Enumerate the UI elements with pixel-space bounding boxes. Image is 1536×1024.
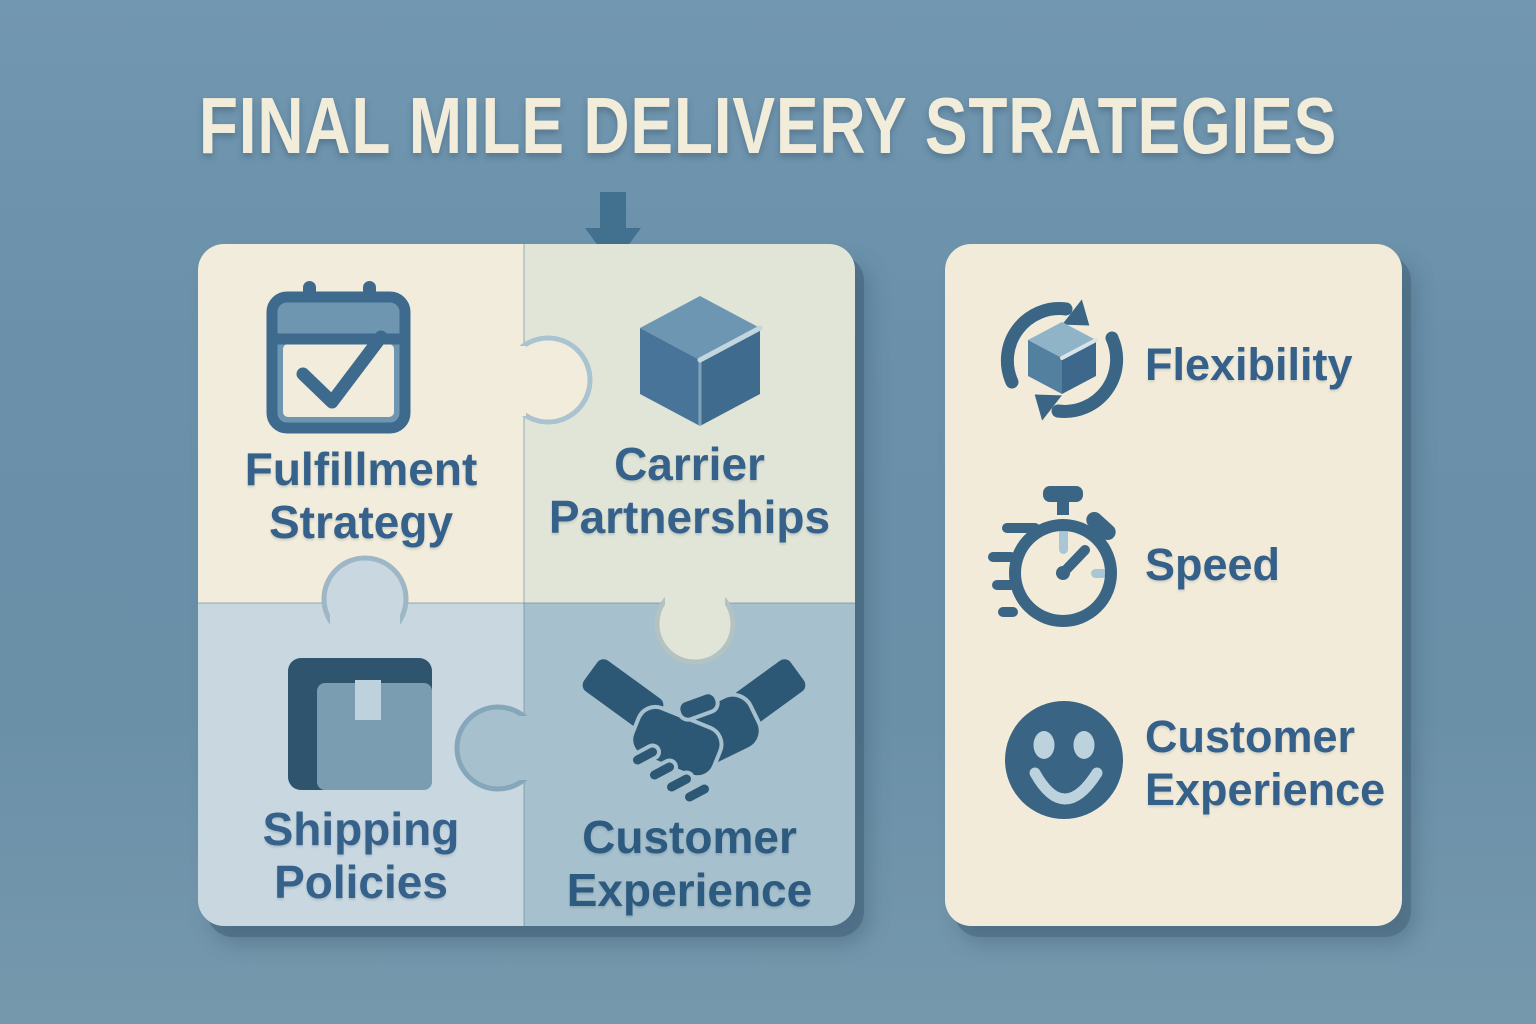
benefit-label-text: Experience (1145, 764, 1386, 815)
cube-icon (640, 296, 763, 426)
down-arrow-icon (585, 192, 641, 266)
benefit-label-flexibility: Flexibility (1145, 338, 1353, 391)
puzzle-knob-down (654, 575, 736, 665)
benefit-label-text: Flexibility (1145, 339, 1353, 390)
benefit-label-text: Customer (1145, 711, 1356, 762)
piece-label-shipping: Shipping Policies (198, 803, 524, 909)
stopwatch-icon (988, 486, 1117, 627)
package-icon (288, 658, 432, 790)
puzzle-knob-right (498, 335, 593, 425)
piece-label-line: Policies (274, 856, 448, 908)
piece-label-line: Strategy (268, 496, 454, 548)
piece-label-line: Fulfillment (244, 443, 478, 495)
piece-label-line: Carrier (614, 438, 765, 490)
benefit-label-text: Speed (1145, 539, 1281, 590)
page-title: FINAL MILE DELIVERY STRATEGIES (198, 81, 1338, 170)
piece-label-fulfillment: Fulfillment Strategy (198, 443, 524, 549)
calendar-check-icon (266, 281, 411, 434)
puzzle-knob-up (321, 555, 409, 643)
benefit-label-customer-experience: Customer Experience (1145, 710, 1385, 816)
handshake-icon (578, 655, 810, 806)
piece-label-carrier: Carrier Partnerships (524, 438, 855, 544)
piece-label-line: Customer (582, 811, 797, 863)
smiley-face-icon (1005, 701, 1123, 819)
piece-label-line: Experience (566, 864, 813, 916)
puzzle-grid: Fulfillment Strategy Carrier Partnership… (198, 244, 855, 926)
puzzle-piece-carrier (524, 244, 855, 603)
piece-label-line: Shipping (262, 803, 460, 855)
cube-sync-icon (1000, 299, 1124, 421)
piece-label-line: Partnerships (548, 491, 831, 543)
benefit-label-speed: Speed (1145, 538, 1280, 591)
puzzle-knob-left (454, 704, 546, 792)
benefits-panel: Flexibility Speed Customer Experience (945, 244, 1402, 926)
puzzle-graphic (198, 244, 855, 926)
piece-label-customer: Customer Experience (524, 811, 855, 917)
